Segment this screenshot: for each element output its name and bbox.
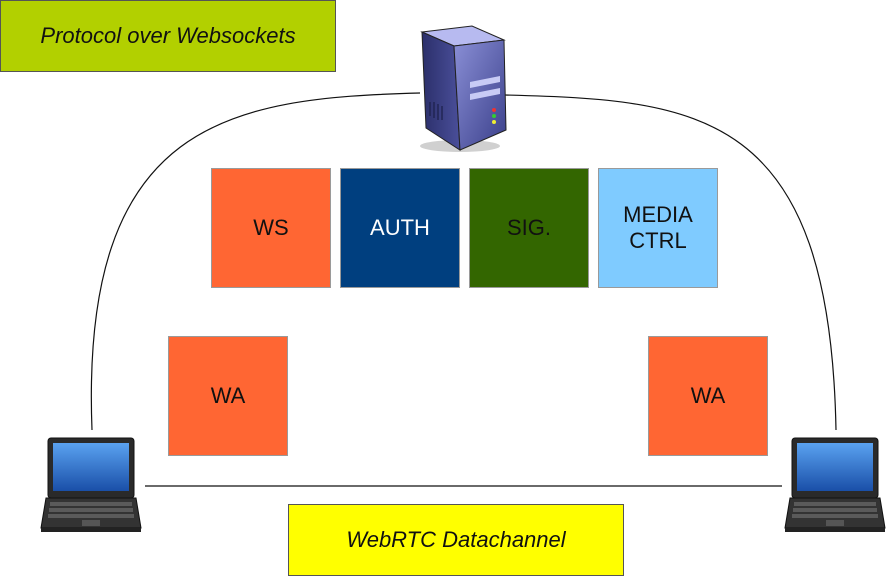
- auth-service-box: AUTH: [340, 168, 460, 288]
- signaling-service-box: SIG.: [469, 168, 589, 288]
- ws-service-box: WS: [211, 168, 331, 288]
- webrtc-datachannel-label: WebRTC Datachannel: [288, 504, 624, 576]
- right-client-app-box: WA: [648, 336, 768, 456]
- right-laptop-icon: [784, 437, 886, 532]
- server-icon: [420, 25, 507, 152]
- websocket-arc: [90, 92, 837, 431]
- protocol-websockets-label: Protocol over Websockets: [0, 0, 336, 72]
- left-laptop-icon: [40, 437, 142, 532]
- media-ctrl-service-box: MEDIA CTRL: [598, 168, 718, 288]
- left-client-app-box: WA: [168, 336, 288, 456]
